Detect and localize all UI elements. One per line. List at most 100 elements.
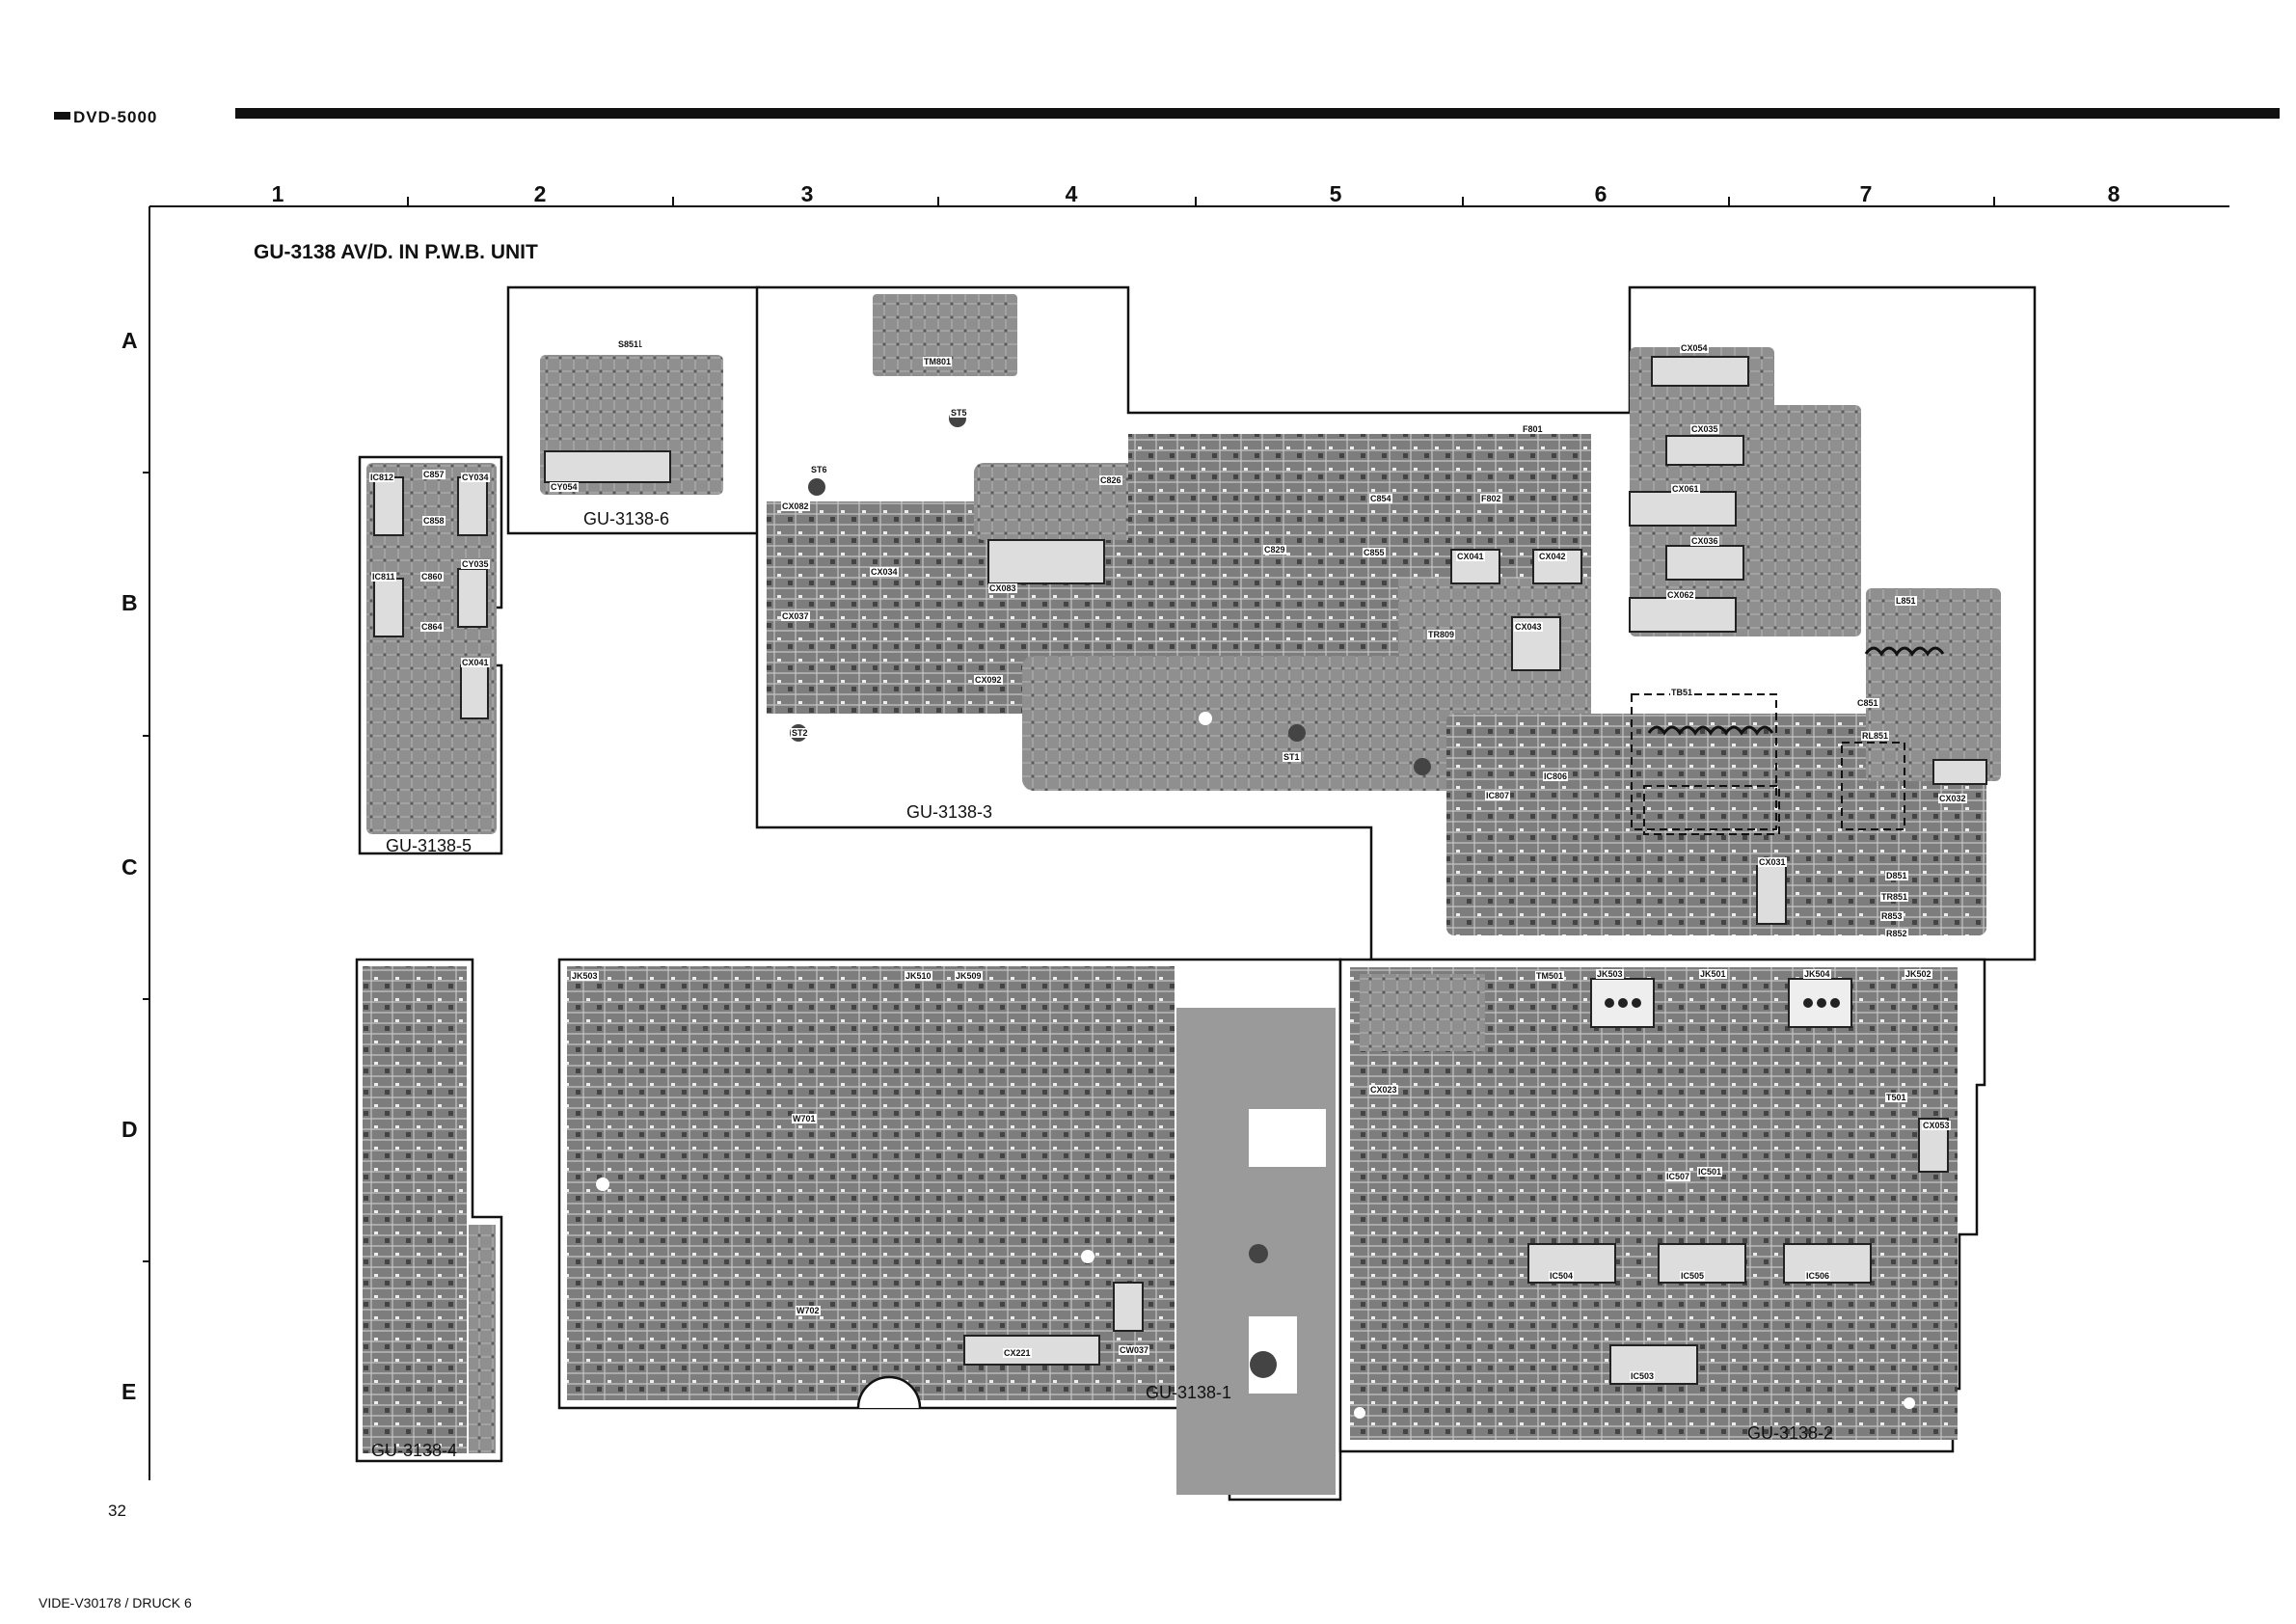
component-label: IC812	[369, 473, 395, 482]
component-label: C829	[1263, 545, 1286, 555]
board-gu-3138-1	[557, 958, 1342, 1502]
component-label: IC507	[1665, 1172, 1691, 1181]
component-label: TR851	[1880, 892, 1909, 902]
grid-col-2: 2	[533, 181, 547, 206]
component-label: CX082	[781, 501, 810, 511]
board-gu-3138-5	[358, 455, 503, 855]
component-label: ST1	[1283, 752, 1301, 762]
header-bar-left	[54, 112, 70, 120]
board-label-gu-3138-2: GU-3138-2	[1747, 1423, 1834, 1443]
board-gu-3138-3	[755, 285, 2037, 961]
board-label-gu-3138-5: GU-3138-5	[386, 836, 473, 855]
component-label: IC505	[1680, 1271, 1706, 1281]
component-label: CX053	[1922, 1121, 1951, 1130]
component-label: L851	[1895, 596, 1917, 606]
component-label: W702	[796, 1306, 821, 1315]
component-label: S851	[617, 339, 640, 349]
component-label: F801	[1522, 424, 1544, 434]
grid-row-b: B	[122, 590, 138, 615]
component-label: TR809	[1427, 630, 1456, 639]
component-label: JK502	[1904, 969, 1932, 979]
component-label: IC504	[1549, 1271, 1575, 1281]
component-label: JK510	[905, 971, 932, 981]
grid-col-6: 6	[1594, 181, 1607, 206]
component-label: TM501	[1535, 971, 1565, 981]
component-label: CY054	[550, 482, 579, 492]
component-label: R852	[1885, 929, 1908, 938]
grid-col-7: 7	[1859, 181, 1873, 206]
component-label: CX221	[1003, 1348, 1032, 1358]
component-label: D851	[1885, 871, 1908, 880]
component-label: ST6	[810, 465, 828, 474]
footer-doc-id: VIDE-V30178 / DRUCK 6	[39, 1595, 192, 1610]
board-gu-3138-6: S851	[506, 285, 761, 535]
component-label: JK509	[955, 971, 983, 981]
component-label: IC806	[1543, 771, 1569, 781]
component-label: C858	[422, 516, 446, 526]
component-label: CY035	[461, 559, 490, 569]
component-label: TB51	[1670, 688, 1694, 697]
component-label: JK504	[1803, 969, 1831, 979]
model-label: DVD-5000	[73, 108, 158, 126]
grid-col-4: 4	[1065, 181, 1078, 206]
component-label: ST5	[950, 408, 968, 418]
component-label: CW037	[1119, 1345, 1150, 1355]
component-label: CX037	[781, 611, 810, 621]
component-label: JK501	[1699, 969, 1727, 979]
component-label: W701	[792, 1114, 817, 1123]
page-number: 32	[108, 1502, 126, 1520]
board-gu-3138-2	[1338, 958, 1986, 1453]
grid-row-a: A	[122, 328, 138, 353]
component-label: TM801	[923, 357, 953, 366]
component-label: C857	[422, 470, 446, 479]
board-label-gu-3138-6: GU-3138-6	[583, 509, 670, 528]
component-label: CX083	[988, 583, 1017, 593]
component-label: CX036	[1690, 536, 1719, 546]
board-gu-3138-4	[355, 958, 503, 1463]
component-label: CX041	[1456, 552, 1485, 561]
grid-row-d: D	[122, 1117, 138, 1142]
grid-row-c: C	[122, 854, 138, 880]
component-label: RL851	[1861, 731, 1890, 741]
component-label: IC501	[1697, 1167, 1723, 1177]
component-label: IC811	[371, 572, 396, 582]
component-label: CX061	[1671, 484, 1700, 494]
component-label: IC503	[1630, 1371, 1656, 1381]
grid-col-1: 1	[271, 181, 284, 206]
frame	[143, 197, 2229, 1480]
component-label: CX054	[1680, 343, 1709, 353]
component-label: ST2	[791, 728, 809, 738]
component-label: IC807	[1485, 791, 1511, 800]
component-label: CX035	[1690, 424, 1719, 434]
component-label: CX023	[1369, 1085, 1398, 1095]
component-label: CX034	[870, 567, 899, 577]
component-label: C855	[1363, 548, 1386, 557]
component-label: CX032	[1938, 794, 1967, 803]
component-label: CX042	[1538, 552, 1567, 561]
component-label: CX043	[1514, 622, 1543, 632]
component-label: C851	[1856, 698, 1879, 708]
component-label: R853	[1880, 911, 1904, 921]
grid-col-8: 8	[2107, 181, 2120, 206]
component-label: CY034	[461, 473, 490, 482]
header-bar-right	[235, 108, 2280, 119]
grid-row-e: E	[122, 1379, 137, 1404]
board-label-gu-3138-1: GU-3138-1	[1146, 1383, 1232, 1402]
grid-col-3: 3	[800, 181, 814, 206]
component-label: CX092	[974, 675, 1003, 685]
component-label: C860	[420, 572, 444, 582]
board-label-gu-3138-3: GU-3138-3	[906, 802, 993, 822]
component-label: CX031	[1758, 857, 1787, 867]
diagram-title: GU-3138 AV/D. IN P.W.B. UNIT	[254, 241, 538, 263]
component-label: JK503	[571, 971, 599, 981]
component-label: IC506	[1805, 1271, 1831, 1281]
component-label: T501	[1885, 1093, 1907, 1102]
component-label: C826	[1099, 475, 1122, 485]
component-label: JK503	[1596, 969, 1624, 979]
board-label-gu-3138-4: GU-3138-4	[371, 1441, 458, 1460]
component-label: C864	[420, 622, 444, 632]
grid-col-5: 5	[1329, 181, 1342, 206]
component-label: CX041	[461, 658, 490, 667]
component-label: CX062	[1666, 590, 1695, 600]
